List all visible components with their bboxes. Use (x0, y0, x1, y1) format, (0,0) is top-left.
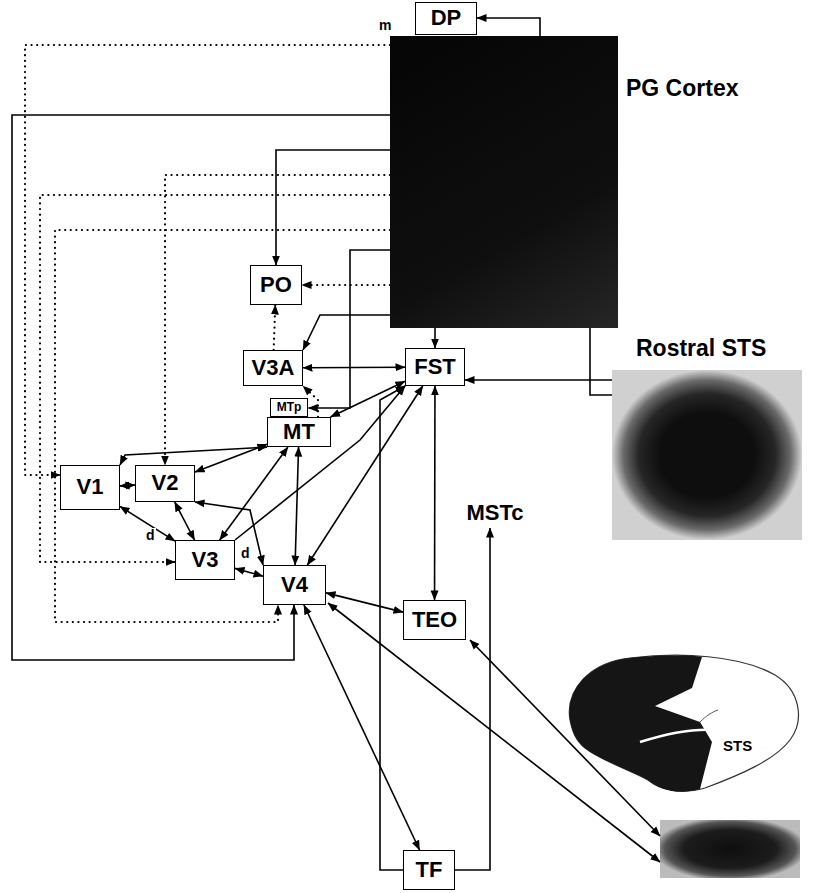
connection-arrow (235, 568, 263, 576)
area-box: V3 (175, 540, 235, 580)
connection-arrow (12, 115, 390, 660)
area-box: DP (415, 2, 477, 35)
connection-arrow (434, 386, 436, 600)
brain-outline (569, 655, 798, 791)
sulcus-line (700, 710, 718, 722)
area-label: TF (416, 858, 443, 882)
connection-arrow (328, 603, 660, 862)
connection-arrow (326, 593, 403, 612)
area-label: TEO (412, 608, 457, 632)
sts-region: Rostral STS (612, 370, 802, 540)
sulcus-label: STS (722, 738, 753, 755)
area-box: MTp (270, 398, 309, 417)
area-label: V3A (252, 356, 295, 380)
dotted-projection (55, 230, 390, 622)
dotted-projection (274, 305, 276, 350)
connection-arrow (120, 484, 135, 486)
area-label: MSTc (466, 501, 523, 525)
area-box: V4 (263, 565, 326, 605)
shaded-region (569, 656, 712, 792)
connection-arrow (380, 386, 405, 870)
dotted-projection (165, 175, 390, 465)
connection-arrow (304, 605, 420, 850)
area-box: MT (267, 417, 331, 447)
connection-arrow (307, 386, 422, 565)
connection-arrow (276, 150, 390, 265)
area-box: V3A (243, 350, 303, 386)
area-label: V2 (152, 471, 179, 495)
connection-arrow (220, 447, 288, 540)
area-label: V1 (77, 475, 104, 499)
dotted-projection (302, 284, 390, 286)
area-label: PO (260, 273, 292, 297)
connection-arrow (175, 502, 195, 540)
area-box: TEO (403, 600, 466, 640)
connection-arrow (120, 447, 267, 465)
area-label: PG Cortex (626, 76, 738, 101)
area-box: FST (405, 348, 465, 386)
connection-arrow (295, 447, 298, 565)
connection-arrow (308, 250, 390, 408)
connection-arrow (195, 444, 267, 472)
area-label: V4 (281, 573, 308, 597)
connection-arrow (303, 315, 390, 350)
area-label: DP (431, 6, 462, 30)
brain-illustration (569, 655, 798, 791)
area-label: Rostral STS (636, 336, 766, 361)
area-label: MT (283, 420, 315, 444)
area-label: FST (414, 355, 456, 379)
connection-arrow (477, 18, 540, 36)
connection-arrow (434, 328, 436, 348)
dotted-projection (25, 45, 390, 475)
pathway-mark: d (145, 528, 156, 543)
dark-area-block (660, 820, 800, 878)
dotted-projection (40, 195, 390, 562)
area-box: PO (250, 265, 302, 305)
area-name: MSTc (459, 498, 530, 528)
area-box: V2 (135, 465, 195, 502)
connection-arrow (303, 366, 405, 368)
area-box: V1 (60, 465, 120, 510)
connection-arrow (470, 640, 660, 836)
area-label: MTp (277, 401, 302, 414)
area-label: V3 (192, 548, 219, 572)
connection-arrow (455, 528, 490, 870)
cortex-region: PG Cortex (390, 36, 618, 328)
area-box: TF (403, 850, 455, 890)
pathway-mark: m (378, 18, 392, 33)
connection-arrow (590, 328, 612, 395)
pathway-mark: d (240, 546, 251, 561)
sulcus-line (640, 730, 716, 742)
